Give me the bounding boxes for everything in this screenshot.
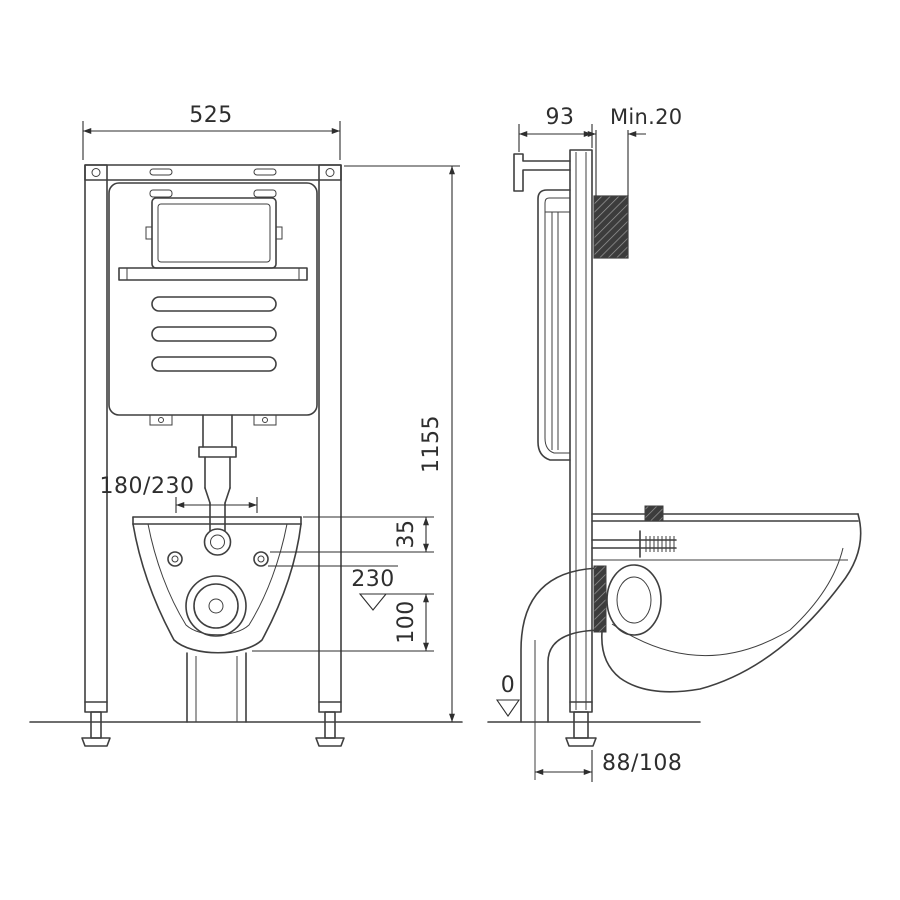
side-frame bbox=[565, 149, 597, 747]
bolt-threads bbox=[645, 536, 675, 552]
cistern-body bbox=[108, 182, 318, 416]
mount-tab-right bbox=[253, 414, 277, 426]
dim-35: 35 bbox=[270, 516, 434, 553]
dim-label-100: 100 bbox=[394, 600, 419, 644]
mounting-bracket-front bbox=[132, 516, 302, 567]
bowl-outline-front bbox=[132, 523, 302, 654]
seat-fixing-block bbox=[644, 505, 664, 522]
corner-bolt-right bbox=[325, 168, 335, 177]
wall-gasket bbox=[593, 565, 607, 633]
dim-label-35: 35 bbox=[394, 520, 419, 549]
front-view: 525 1155 180/230 35 230 bbox=[29, 103, 463, 747]
pipe-collar bbox=[198, 446, 237, 458]
side-foot-plate bbox=[565, 737, 597, 747]
top-rail bbox=[84, 164, 342, 181]
access-panel-outer bbox=[151, 197, 277, 269]
soil-bend-side bbox=[520, 567, 605, 780]
level-triangle-230 bbox=[358, 593, 388, 611]
dim-outlet-offset: 180/230 bbox=[100, 474, 258, 513]
dim-100: 100 bbox=[252, 593, 434, 652]
elbow-ring-inner bbox=[210, 534, 225, 550]
bowl-side bbox=[591, 505, 862, 693]
panel-frame-bar bbox=[118, 267, 308, 281]
level-triangle-0 bbox=[495, 699, 521, 717]
side-view: 93 Min.20 0 88/108 bbox=[487, 105, 862, 782]
right-foot-plate bbox=[315, 737, 345, 747]
level-mark-0: 0 bbox=[495, 673, 521, 717]
dim-label-230: 230 bbox=[351, 567, 395, 592]
side-leg bbox=[573, 711, 589, 739]
dim-front-width: 525 bbox=[82, 103, 341, 160]
cistern-slot-1 bbox=[151, 296, 277, 312]
wall-bracket-side bbox=[513, 153, 571, 192]
wall-panel-min20 bbox=[593, 195, 629, 259]
cistern-slot-3 bbox=[151, 356, 277, 372]
flush-pipe-front bbox=[198, 414, 237, 556]
fixing-bolt-left bbox=[167, 551, 183, 567]
access-panel-inner bbox=[157, 203, 271, 263]
dim-side-depth: 93 bbox=[518, 105, 593, 152]
dim-min-wall: Min.20 bbox=[578, 105, 682, 196]
left-foot-plate bbox=[81, 737, 111, 747]
front-frame bbox=[81, 164, 345, 747]
frame-profile bbox=[569, 149, 593, 713]
dim-label-min20: Min.20 bbox=[610, 105, 682, 129]
elbow-ring-outer bbox=[203, 528, 232, 556]
drain-circle-outer bbox=[185, 575, 247, 637]
fixing-bolt-right bbox=[253, 551, 269, 567]
left-post bbox=[84, 164, 108, 713]
outlet-flange-outer bbox=[606, 564, 662, 636]
left-leg bbox=[90, 711, 102, 739]
corner-bolt-left bbox=[91, 168, 101, 177]
mount-tab-left bbox=[149, 414, 173, 426]
drain-circle-inner bbox=[208, 598, 224, 614]
dim-front-height: 1155 bbox=[344, 165, 460, 722]
dim-label-outlet-offset: 180/230 bbox=[100, 474, 195, 499]
rail-slot-right bbox=[253, 168, 277, 176]
dim-label-88-108: 88/108 bbox=[602, 751, 682, 776]
cistern-front bbox=[108, 182, 318, 426]
drain-front bbox=[185, 575, 247, 723]
outlet-flange-inner bbox=[616, 576, 652, 624]
cistern-side bbox=[537, 189, 571, 461]
dim-label-width: 525 bbox=[189, 103, 233, 128]
cistern-slot-2 bbox=[151, 326, 277, 342]
level-mark-230: 230 bbox=[268, 565, 398, 611]
dim-label-0: 0 bbox=[501, 673, 516, 698]
fixing-bolt-side bbox=[591, 530, 677, 558]
drain-circle-mid bbox=[193, 583, 239, 629]
right-post bbox=[318, 164, 342, 713]
right-leg bbox=[324, 711, 336, 739]
dim-label-93: 93 bbox=[546, 105, 575, 130]
dim-label-height: 1155 bbox=[419, 415, 444, 473]
outlet-connector-side bbox=[593, 564, 662, 636]
rail-slot-left bbox=[149, 168, 173, 176]
dim-outlet-distance: 88/108 bbox=[535, 750, 682, 782]
